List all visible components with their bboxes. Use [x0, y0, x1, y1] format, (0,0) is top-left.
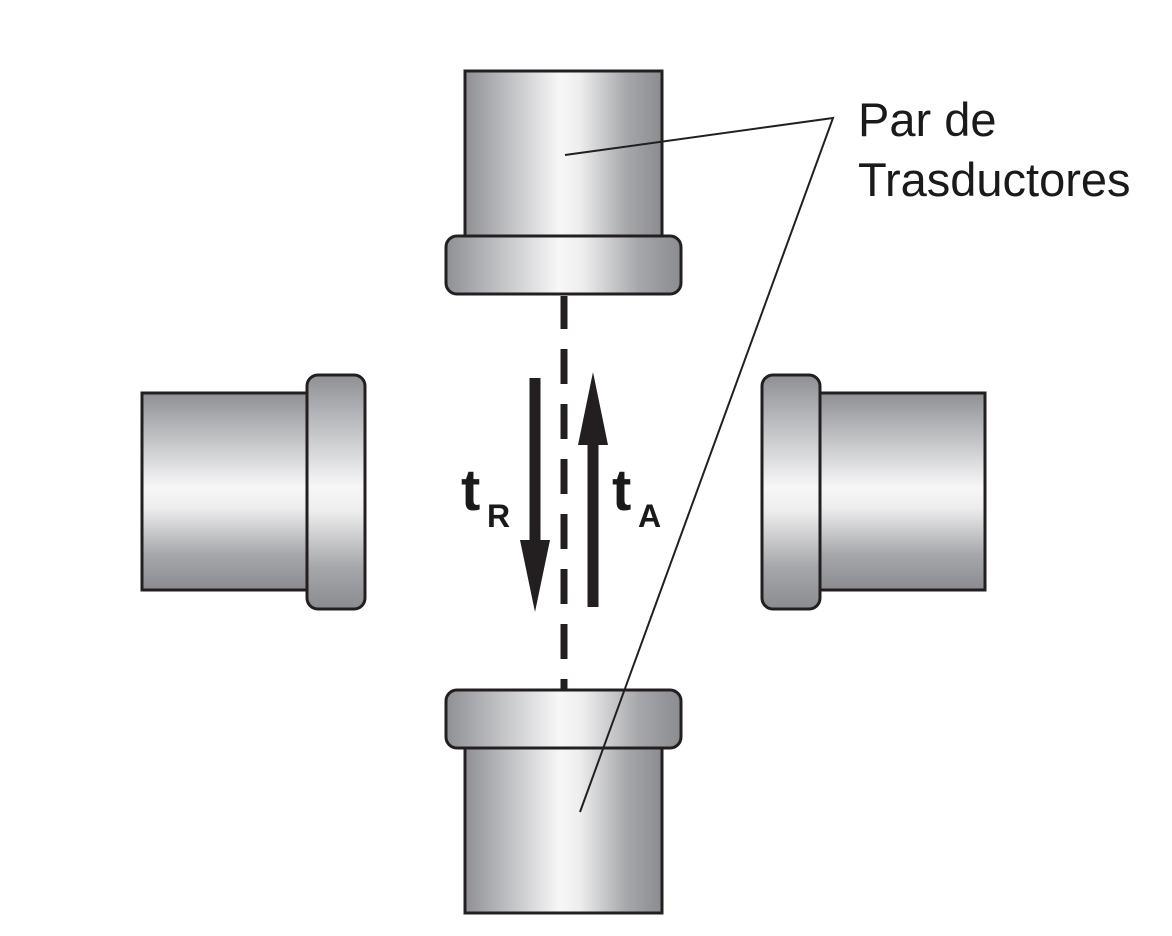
label-tr-subscript: R: [487, 498, 510, 534]
callout-leader-lines: [564, 116, 835, 813]
arrow-up-ta: [578, 372, 608, 607]
callout-label-line1: Par de: [858, 93, 996, 146]
transducer-left: [140, 373, 367, 611]
transducer-top-flange: [444, 234, 683, 296]
arrow-up-head: [578, 372, 608, 445]
transducer-left-flange: [305, 373, 367, 611]
transducer-bottom: [444, 688, 683, 915]
label-tr-symbol: t: [461, 458, 480, 523]
arrow-down-head: [520, 540, 550, 612]
transducer-bottom-body: [463, 743, 664, 915]
label-tr: t R: [461, 458, 510, 534]
arrow-down-tr: [520, 378, 550, 612]
label-ta-subscript: A: [638, 498, 661, 534]
callout-label-line2: Trasductores: [858, 153, 1131, 206]
transducer-top-body: [463, 69, 664, 241]
transducer-bottom-flange: [444, 688, 683, 750]
label-ta-symbol: t: [612, 458, 631, 523]
transducer-right: [760, 373, 987, 611]
transducer-top: [444, 69, 683, 296]
transducer-left-body: [140, 391, 312, 592]
transducer-right-body: [815, 391, 987, 592]
label-ta: t A: [612, 458, 661, 534]
transducer-right-flange: [760, 373, 822, 611]
